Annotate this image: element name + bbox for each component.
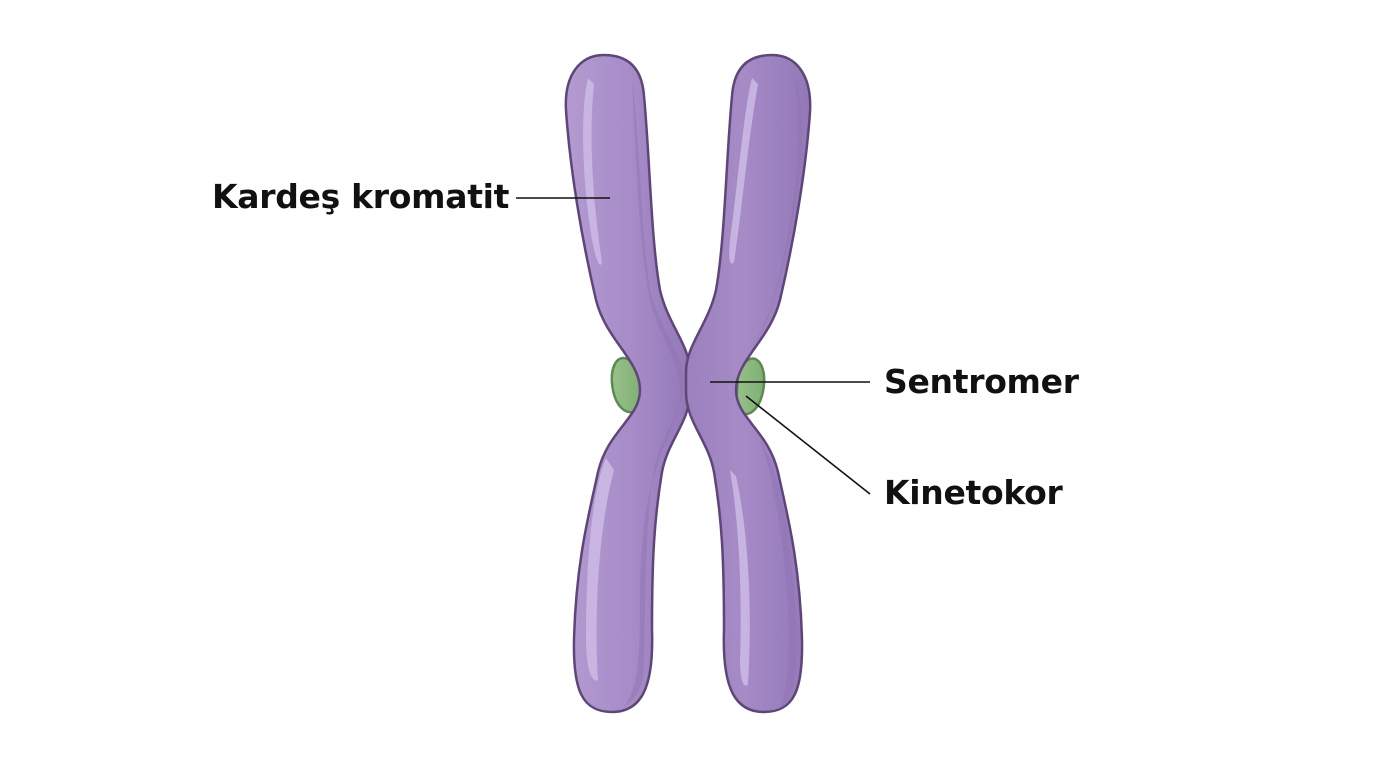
label-centromere: Sentromer bbox=[884, 362, 1079, 401]
sister-chromatid-right bbox=[684, 53, 812, 714]
leader-line-kinetochore bbox=[745, 395, 871, 495]
chromatid-right-highlight-bottom bbox=[730, 470, 750, 686]
chromatid-left-highlight-bottom bbox=[586, 458, 614, 681]
chromatid-left-highlight-top bbox=[583, 78, 602, 265]
chromatid-right-highlight-top bbox=[729, 78, 758, 264]
label-kinetochore: Kinetokor bbox=[884, 473, 1063, 512]
chromatid-right-shade bbox=[742, 70, 803, 388]
chromatid-right-shade-bottom bbox=[760, 440, 797, 708]
label-sister-chromatid: Kardeş kromatit bbox=[212, 177, 510, 216]
